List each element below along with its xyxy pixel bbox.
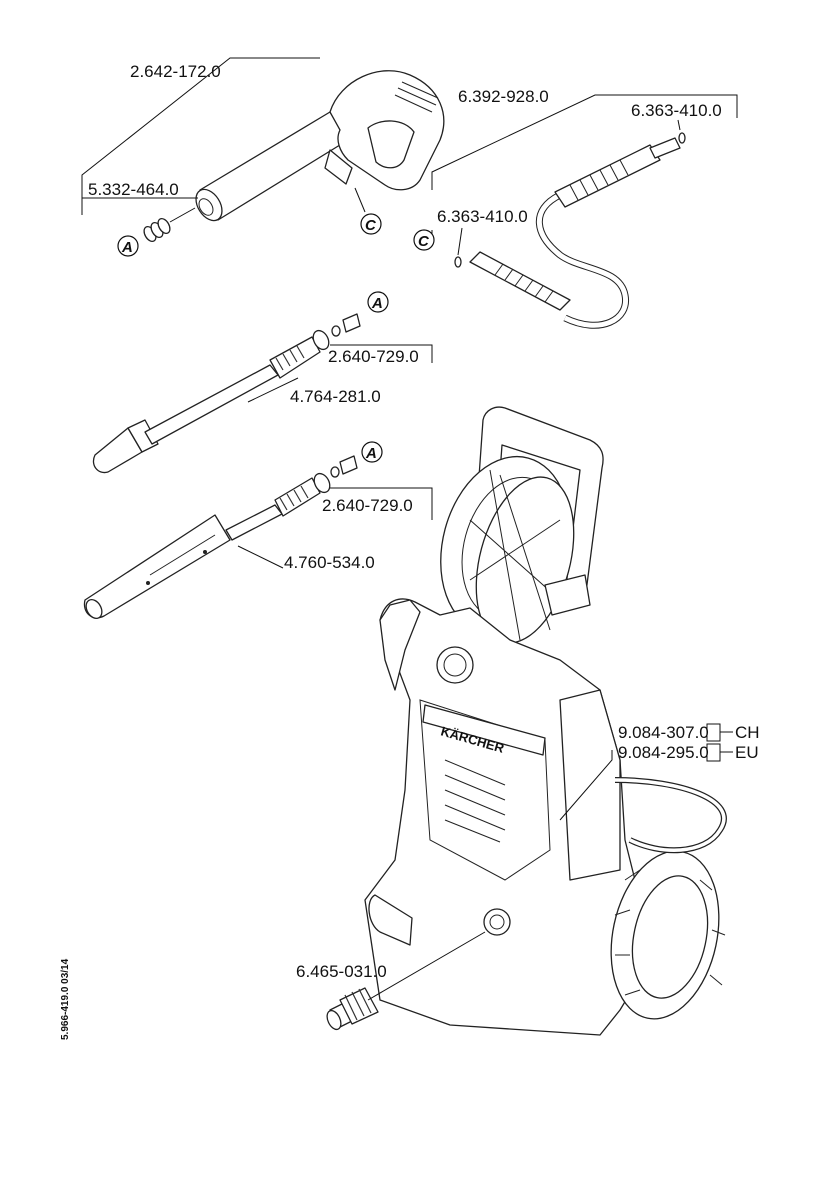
label-trigger-gun: 2.642-172.0 [130, 62, 221, 81]
hose-illustration [454, 132, 686, 329]
nipple-illustration [143, 207, 196, 243]
label-variant-ch: CH [735, 723, 760, 742]
label-oring-hose-start: 6.363-410.0 [437, 207, 528, 226]
leader-hose [431, 94, 738, 190]
label-power-cord-eu: 9.084-295.0 [618, 743, 709, 762]
trigger-gun-illustration [195, 70, 445, 222]
label-gun-nipple: 5.332-464.0 [88, 180, 179, 199]
ref-marker-a-lance2: A [361, 441, 383, 463]
label-hose: 6.392-928.0 [458, 87, 549, 106]
label-water-inlet-coupling: 6.465-031.0 [296, 962, 387, 981]
svg-text:A: A [365, 445, 377, 462]
svg-text:A: A [371, 295, 383, 312]
ref-marker-c-gun: C [360, 213, 382, 235]
water-inlet-coupling-illustration [326, 987, 379, 1031]
label-vario-lance-oring: 2.640-729.0 [322, 496, 413, 515]
leader-trigger-gun [81, 57, 320, 215]
label-power-cord-ch: 9.084-307.0 [618, 723, 709, 742]
svg-text:A: A [121, 239, 133, 256]
label-oring-hose-end: 6.363-410.0 [631, 101, 722, 120]
vario-lance-illustration [83, 455, 358, 619]
document-code: 5.966-419.0 03/14 [60, 958, 71, 1040]
svg-text:C: C [365, 217, 377, 234]
ref-marker-a-gun: A [117, 235, 139, 257]
ref-marker-c-hose: C [413, 229, 435, 251]
svg-text:C: C [418, 233, 430, 250]
label-vario-lance: 4.760-534.0 [284, 553, 375, 572]
ref-marker-a-lance1: A [367, 291, 389, 313]
label-variant-eu: EU [735, 743, 759, 762]
pressure-washer-illustration: KÄRCHER [364, 406, 727, 1036]
dirt-blaster-lance-illustration [92, 313, 361, 474]
label-spray-lance-oring: 2.640-729.0 [328, 347, 419, 366]
label-dirt-blaster-lance: 4.764-281.0 [290, 387, 381, 406]
